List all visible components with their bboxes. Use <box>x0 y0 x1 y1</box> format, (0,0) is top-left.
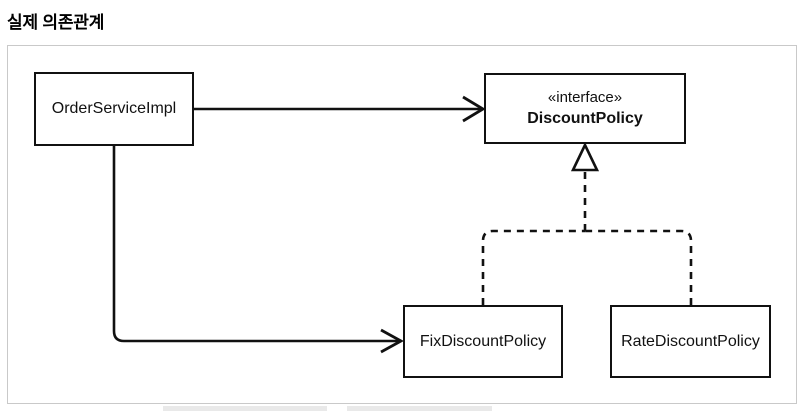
node-rate-discount-policy: RateDiscountPolicy <box>610 305 771 378</box>
cutoff-box-right <box>347 406 492 411</box>
dependency-arrow-orderservice-to-discountpolicy <box>194 95 486 123</box>
realization-line-ratediscountpolicy <box>585 229 693 305</box>
node-label: OrderServiceImpl <box>51 100 177 118</box>
node-discount-policy-interface: «interface» DiscountPolicy <box>484 73 686 144</box>
realization-line-fixdiscountpolicy <box>481 229 585 305</box>
node-fix-discount-policy: FixDiscountPolicy <box>403 305 563 378</box>
node-label: RateDiscountPolicy <box>621 332 760 350</box>
page-title: 실제 의존관계 <box>7 13 105 32</box>
diagram-edges <box>112 95 693 354</box>
cutoff-box-left <box>163 406 327 411</box>
node-order-service-impl: OrderServiceImpl <box>34 72 194 146</box>
node-label: FixDiscountPolicy <box>419 332 547 350</box>
hollow-triangle-arrowhead-icon <box>570 141 600 172</box>
node-stereotype: «interface» <box>547 88 623 106</box>
dependency-arrow-orderservice-to-fixdiscountpolicy <box>112 146 404 354</box>
diagram-canvas: OrderServiceImpl «interface» DiscountPol… <box>7 45 797 404</box>
node-label: DiscountPolicy <box>527 109 643 127</box>
